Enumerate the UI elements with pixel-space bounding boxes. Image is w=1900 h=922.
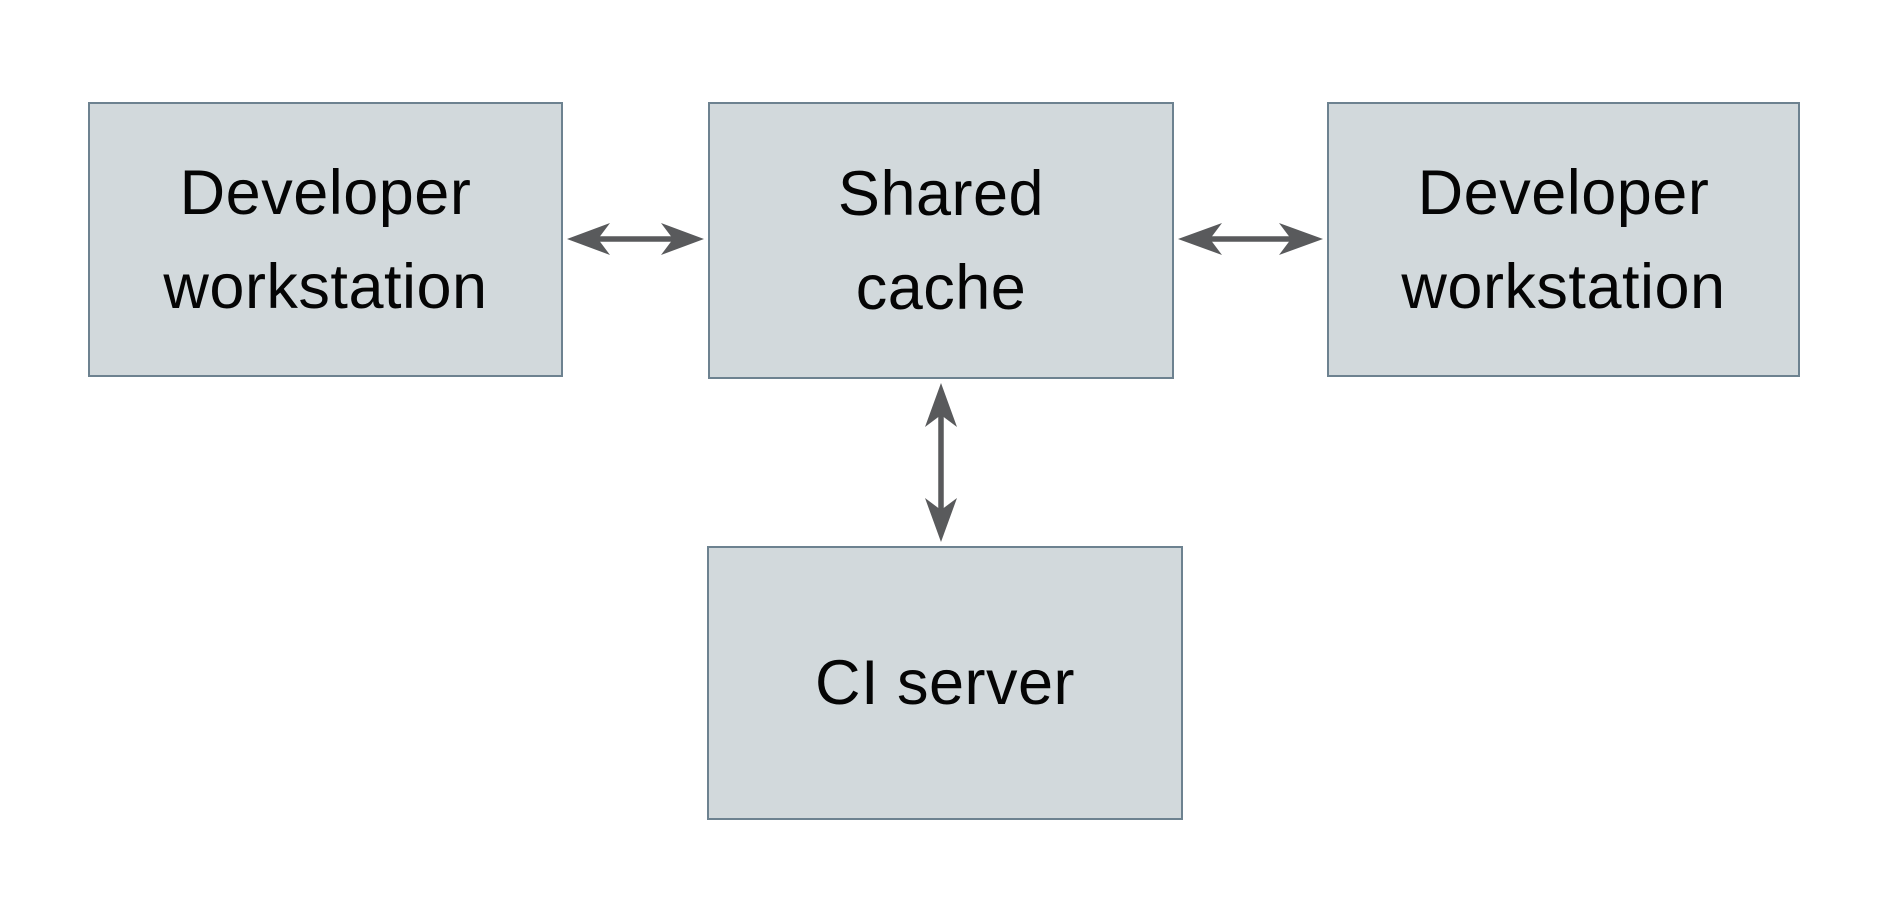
node-label-line: Developer — [1417, 157, 1710, 228]
arrow-devleft-cache — [567, 223, 704, 255]
node-developer-workstation-right: Developer workstation — [1327, 102, 1800, 377]
node-label-line: Shared — [837, 158, 1045, 229]
node-developer-workstation-left: Developer workstation — [88, 102, 563, 377]
node-label-line: workstation — [163, 251, 488, 322]
node-ci-server: CI server — [707, 546, 1183, 820]
arrow-cache-ciserver — [925, 383, 957, 542]
node-label-line: CI server — [814, 648, 1076, 718]
node-shared-cache: Shared cache — [708, 102, 1174, 379]
arrow-cache-devright — [1178, 223, 1323, 255]
node-label-line: Developer — [179, 157, 472, 228]
node-label-line: cache — [855, 252, 1027, 323]
node-label-line: workstation — [1401, 251, 1726, 322]
